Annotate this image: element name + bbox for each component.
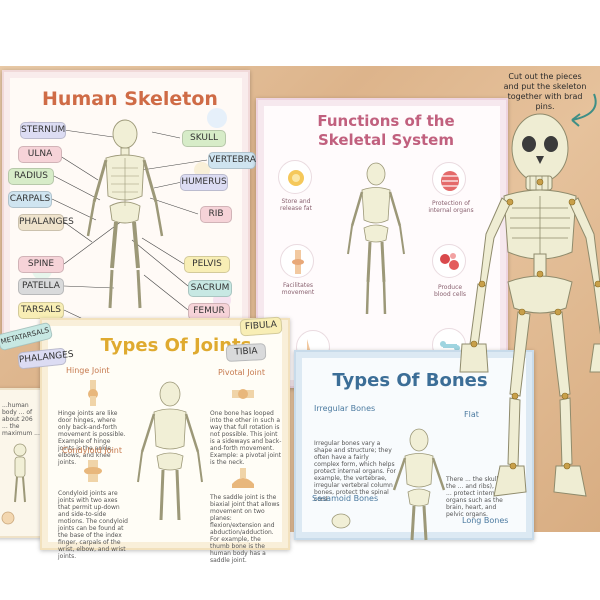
human-skeleton-illustration	[86, 119, 164, 309]
loose-label-fibula: FIBULA	[239, 316, 283, 337]
functions-skeleton-illustration	[347, 162, 405, 315]
pivotal-text: One bone has looped into the other in su…	[210, 410, 282, 466]
label-phalanges: PHALANGES	[18, 214, 74, 231]
pivotal-joint-icon	[232, 389, 254, 399]
label-rib: RIB	[200, 206, 232, 223]
label-radius: RADIUS	[8, 168, 54, 185]
label-tarsals: TARSALS	[18, 302, 64, 319]
joints-skeleton-illustration	[137, 381, 203, 521]
label-patella: PATELLA	[18, 278, 64, 295]
protection-label: Protection of internal organs	[428, 200, 474, 214]
condyloid-text: Condyloid joints are joints with two axe…	[58, 490, 128, 560]
ribcage-organ-icon	[432, 162, 466, 196]
flat-text: There ... the skull, the ... and ribs), …	[446, 476, 508, 518]
label-skull: SKULL	[182, 130, 226, 147]
label-spine: SPINE	[18, 256, 64, 273]
label-sacrum: SACRUM	[188, 280, 232, 297]
movement-label: Facilitates movement	[281, 282, 315, 296]
label-humerus: HUMERUS	[180, 174, 228, 191]
blood-label: Produce blood cells	[434, 284, 466, 298]
joints-title: Types Of Joints	[100, 335, 252, 356]
hinge-text: Hinge joints are like door hinges, where…	[58, 410, 126, 466]
sesamoid-heading: Sesamoid Bones	[312, 494, 379, 503]
curved-arrow-icon	[571, 93, 597, 127]
small-poster-skeleton-icon	[1, 443, 27, 525]
condyloid-joint-icon	[84, 460, 102, 482]
instruction-text: Cut out the pieces and put the skeleton …	[503, 72, 587, 111]
irregular-heading: Irregular Bones	[314, 404, 376, 413]
sesamoid-bone-icon	[331, 513, 351, 529]
bones-title: Types Of Bones	[332, 370, 488, 391]
label-vertebra: VERTEBRA	[208, 152, 256, 169]
hinge-heading: Hinge Joint	[66, 366, 110, 375]
human-skeleton-title: Human Skeleton	[42, 88, 218, 110]
small-poster: ...human body ... of about 206 ... the m…	[0, 388, 42, 538]
loose-label-tibia: TIBIA	[225, 342, 267, 363]
flat-heading: Flat	[464, 410, 479, 419]
blood-cells-icon	[432, 244, 466, 278]
store-fat-label: Store and release fat	[280, 198, 312, 212]
fat-storage-icon	[278, 160, 312, 194]
condyloid-heading: Condyloid Joint	[62, 446, 123, 455]
hinge-joint-icon	[88, 380, 98, 406]
irregular-text: Irregular bones vary a shape and structu…	[314, 440, 396, 503]
label-ulna: ULNA	[18, 146, 62, 163]
knee-joint-icon	[280, 244, 314, 278]
pivotal-heading: Pivotal Joint	[218, 368, 265, 377]
bones-skeleton-illustration	[392, 428, 446, 541]
saddle-joint-icon	[232, 468, 254, 488]
small-poster-text: ...human body ... of about 206 ... the m…	[2, 402, 40, 437]
label-carpals: CARPALS	[8, 191, 52, 208]
cutout-skeleton-puppet	[459, 113, 600, 497]
functions-title-line1: Functions of the	[317, 112, 455, 130]
functions-title: Functions of the Skeletal System	[286, 112, 486, 150]
saddle-text: The saddle joint is the biaxial joint th…	[210, 494, 280, 564]
label-sternum: STERNUM	[20, 122, 66, 139]
functions-title-line2: Skeletal System	[317, 131, 454, 149]
long-bones-heading: Long Bones	[462, 516, 509, 525]
label-pelvis: PELVIS	[184, 256, 230, 273]
